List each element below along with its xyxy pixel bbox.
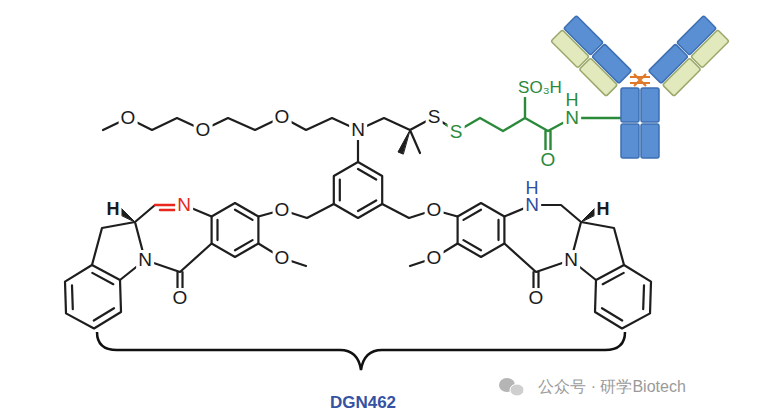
watermark: 公众号 · 研学Biotech bbox=[536, 379, 688, 396]
fc-domain bbox=[641, 88, 659, 122]
bond-group bbox=[65, 96, 651, 329]
atom-label: S bbox=[426, 107, 443, 127]
wedge-bonds bbox=[117, 130, 599, 222]
atom-label: O bbox=[273, 200, 292, 220]
atom-label: O bbox=[194, 120, 213, 140]
atom-label: SO₃H bbox=[516, 79, 564, 97]
atom-label: O bbox=[425, 200, 444, 220]
atom-label: O bbox=[273, 107, 292, 127]
linker-bonds bbox=[446, 96, 622, 160]
hinge bbox=[630, 74, 650, 86]
atom-label: N bbox=[349, 120, 367, 140]
atom-label: N bbox=[523, 195, 541, 215]
atom-label: N bbox=[562, 250, 580, 270]
watermark-icon bbox=[499, 378, 524, 396]
antibody-icon bbox=[551, 16, 729, 158]
light-chain bbox=[579, 58, 617, 96]
atom-label: N bbox=[563, 108, 581, 128]
atom-label: O bbox=[539, 150, 558, 170]
chat-bubble bbox=[510, 384, 524, 396]
atom-label: S bbox=[448, 122, 465, 142]
single-bonds bbox=[92, 117, 624, 298]
atom-label: H bbox=[595, 200, 612, 219]
antibody-arm bbox=[648, 16, 729, 97]
fc-domain bbox=[621, 124, 639, 158]
light-chain bbox=[691, 30, 729, 68]
atom-label: O bbox=[273, 248, 292, 268]
aromatic-rings bbox=[65, 162, 651, 329]
fc-domain bbox=[621, 88, 639, 122]
atom-label: N bbox=[175, 195, 193, 215]
atom-label: H bbox=[105, 200, 122, 219]
atom-label: O bbox=[527, 288, 546, 308]
atom-label: N bbox=[136, 250, 154, 270]
atom-label: O bbox=[171, 288, 190, 308]
light-chain bbox=[663, 58, 701, 96]
aromatic-inner-bonds bbox=[72, 169, 644, 321]
atom-label: H bbox=[564, 91, 581, 110]
compound-name: DGN462 bbox=[328, 394, 398, 412]
fc-domain bbox=[641, 124, 659, 158]
atom-label: O bbox=[119, 108, 138, 128]
light-chain bbox=[551, 30, 589, 68]
curly-brace bbox=[97, 332, 625, 370]
atom-label: O bbox=[425, 248, 444, 268]
